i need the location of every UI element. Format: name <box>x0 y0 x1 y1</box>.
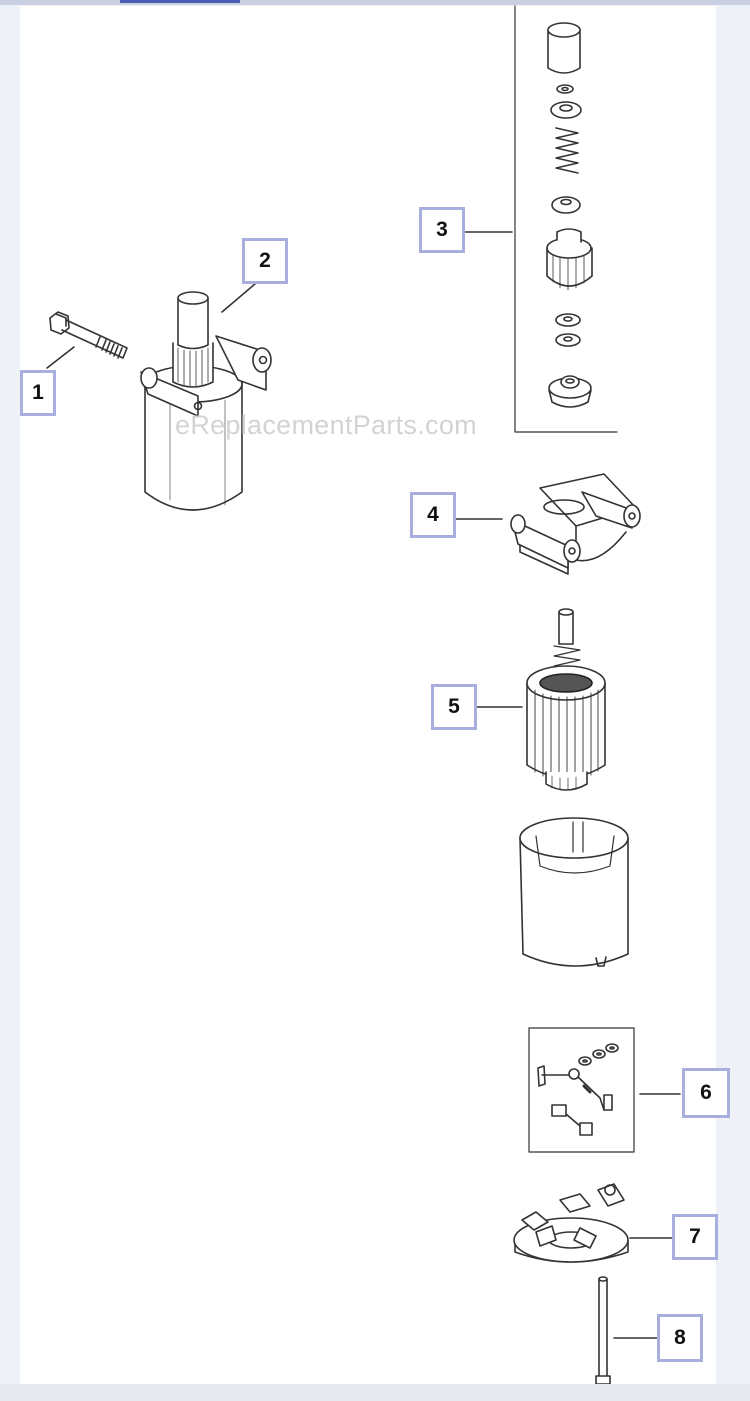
part-end-cap-drawing <box>454 473 641 575</box>
callout-7[interactable]: 7 <box>672 1214 718 1260</box>
part-through-bolt-drawing <box>595 1276 659 1385</box>
callout-1[interactable]: 1 <box>20 370 56 416</box>
callout-5[interactable]: 5 <box>431 684 477 730</box>
bottom-band <box>0 1384 750 1401</box>
part-housing-drawing <box>519 817 629 967</box>
top-accent-rule <box>0 0 750 5</box>
callout-3[interactable]: 3 <box>419 207 465 253</box>
part-drive-kit-drawing <box>462 5 618 433</box>
callout-2[interactable]: 2 <box>242 238 288 284</box>
callout-8[interactable]: 8 <box>657 1314 703 1362</box>
callout-6[interactable]: 6 <box>682 1068 730 1118</box>
part-brush-holder-drawing <box>513 1183 679 1263</box>
watermark-text: eReplacementParts.com <box>175 410 477 440</box>
part-armature-drawing <box>476 608 606 791</box>
part-bolt-drawing <box>49 311 128 359</box>
part-brush-kit-drawing <box>528 1027 681 1153</box>
callout-4[interactable]: 4 <box>410 492 456 538</box>
part-starter-motor-drawing <box>46 283 272 511</box>
